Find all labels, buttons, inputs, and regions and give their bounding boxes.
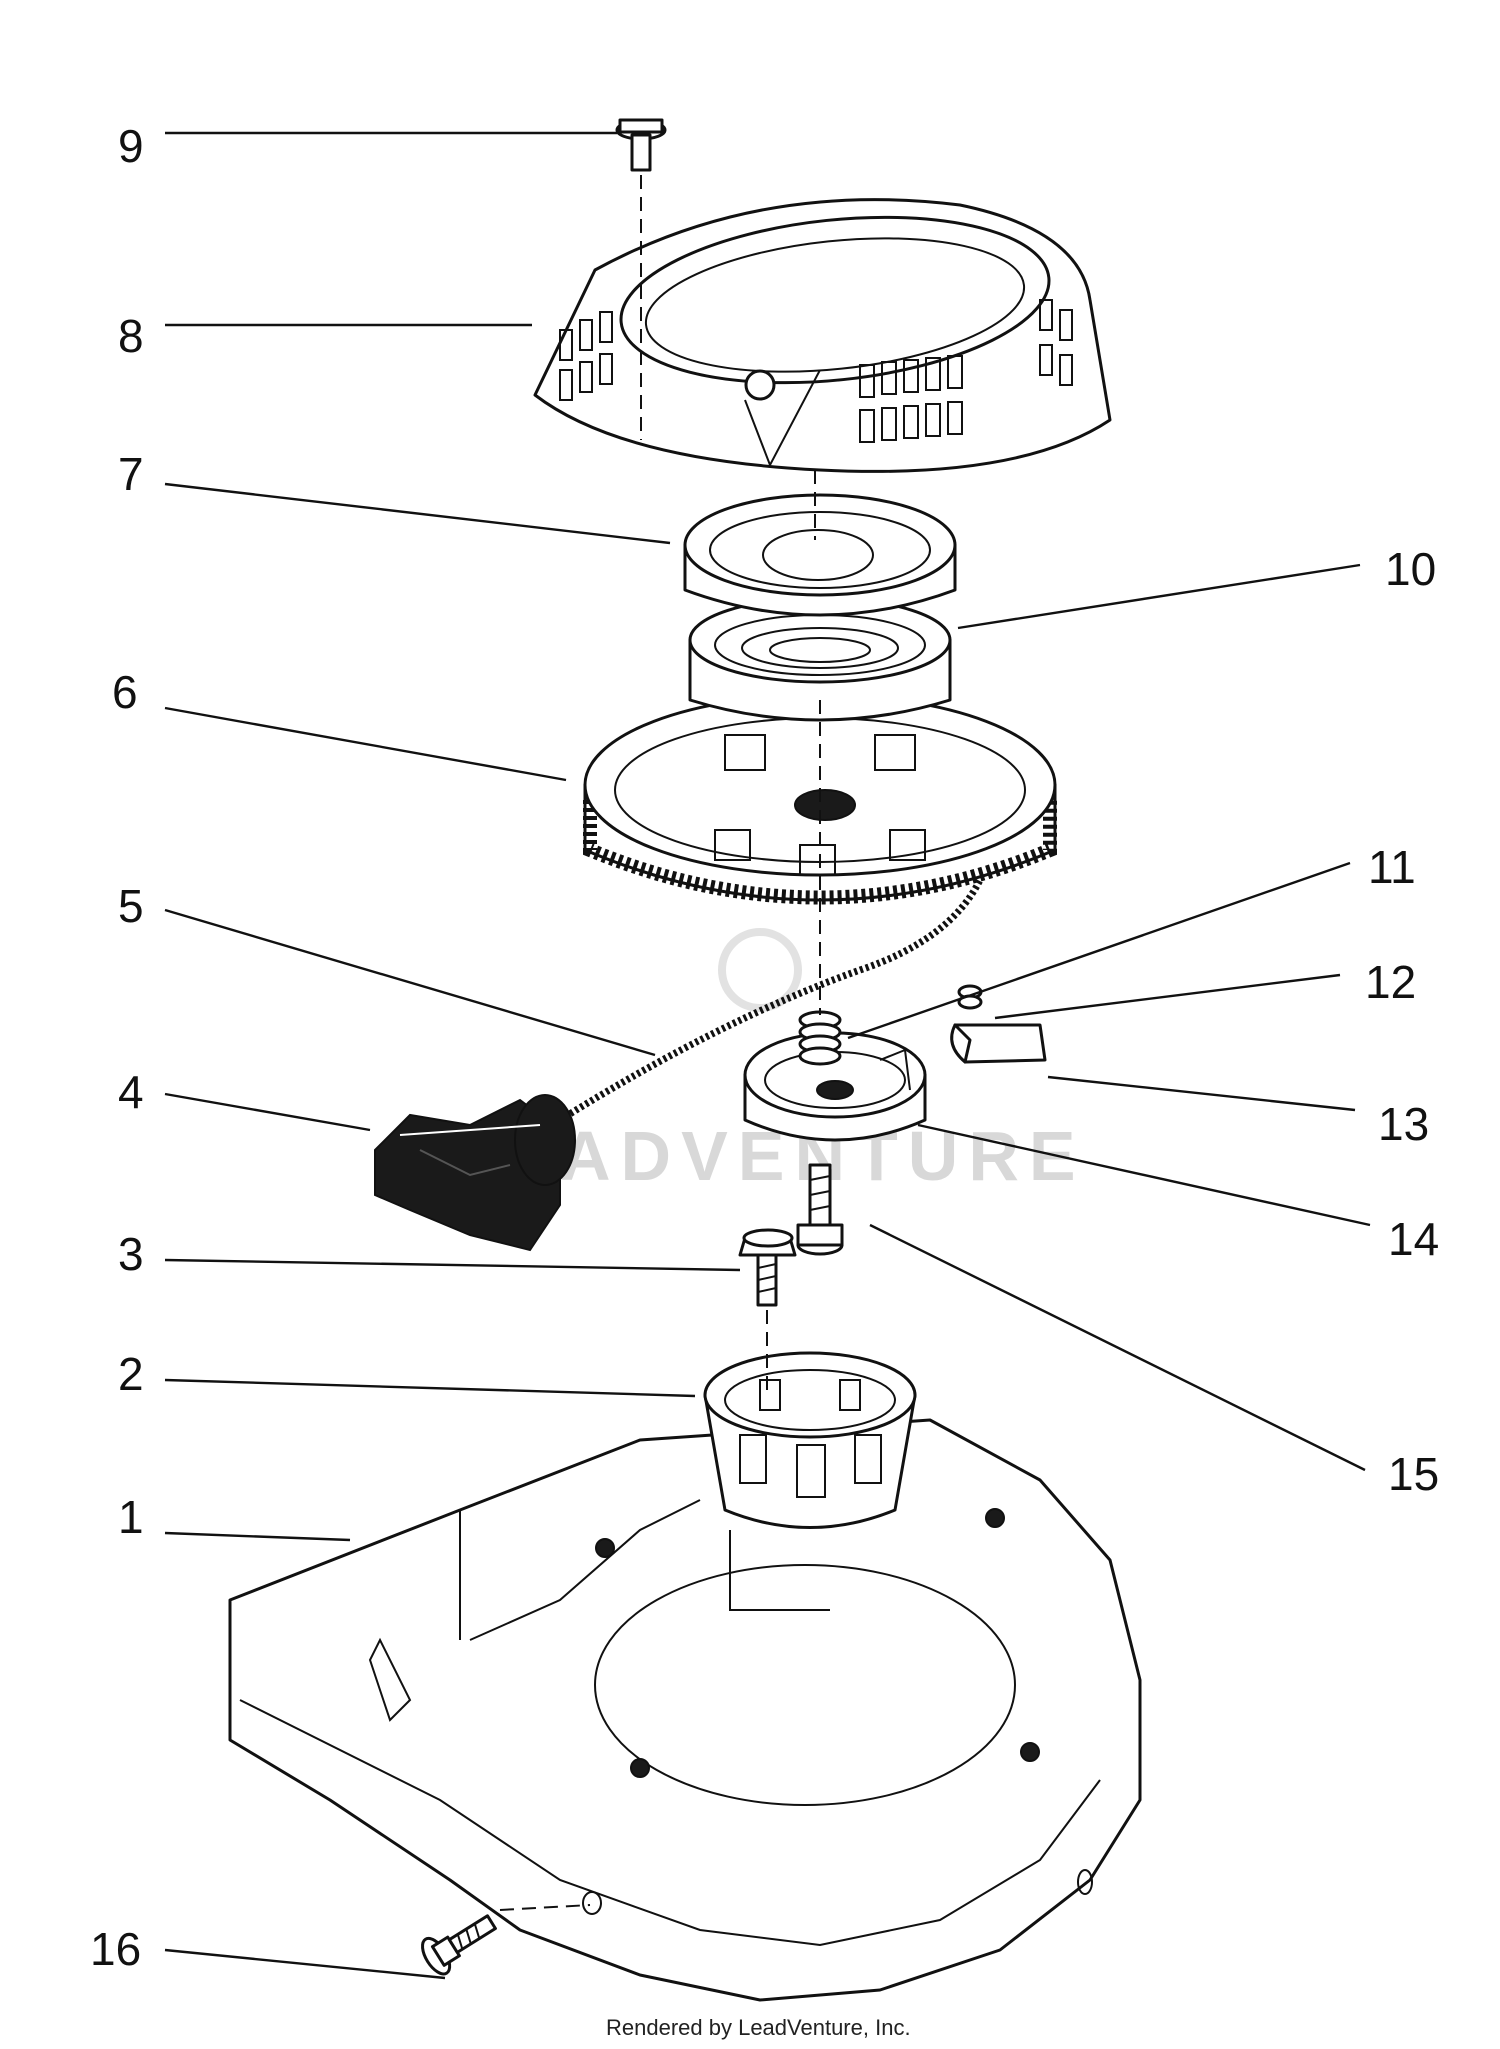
part-2-starter-cup: [703, 1351, 917, 1529]
callout-2: 2: [118, 1348, 144, 1400]
part-13-pawl: [950, 1023, 1047, 1064]
callout-numbers: 1 2 3 4 5 6 7 8 9 10 11 12 13 14 15 16: [90, 120, 1439, 1975]
callout-4: 4: [118, 1066, 144, 1118]
callout-10: 10: [1385, 543, 1436, 595]
callout-16: 16: [90, 1923, 141, 1975]
part-15-shoulder-screw: [796, 1163, 844, 1256]
leader-lines: [164, 131, 1371, 1980]
callout-9: 9: [118, 120, 144, 172]
callout-8: 8: [118, 310, 144, 362]
callout-3: 3: [118, 1228, 144, 1280]
part-9-screw: [615, 118, 667, 440]
callout-1: 1: [118, 1491, 144, 1543]
part-16-screw: [421, 1904, 591, 1976]
callout-14: 14: [1388, 1213, 1439, 1265]
callout-13: 13: [1378, 1098, 1429, 1150]
part-4-starter-handle: [374, 1094, 576, 1252]
part-5-rope: [558, 878, 984, 1123]
callout-6: 6: [112, 666, 138, 718]
part-7-cover-plate: [683, 493, 957, 617]
callout-5: 5: [118, 880, 144, 932]
callout-7: 7: [118, 448, 144, 500]
part-8-starter-housing: [533, 198, 1112, 473]
part-1-blower-housing: [228, 1418, 1142, 2002]
callout-15: 15: [1388, 1448, 1439, 1500]
footer-credit: Rendered by LeadVenture, Inc.: [606, 2015, 911, 2040]
callout-11: 11: [1368, 841, 1416, 893]
callout-12: 12: [1365, 956, 1416, 1008]
part-11-spring: [798, 1010, 842, 1066]
part-12-small-spring: [957, 984, 983, 1010]
part-3-bolt: [738, 1228, 797, 1390]
part-10-recoil-spring: [688, 596, 952, 722]
